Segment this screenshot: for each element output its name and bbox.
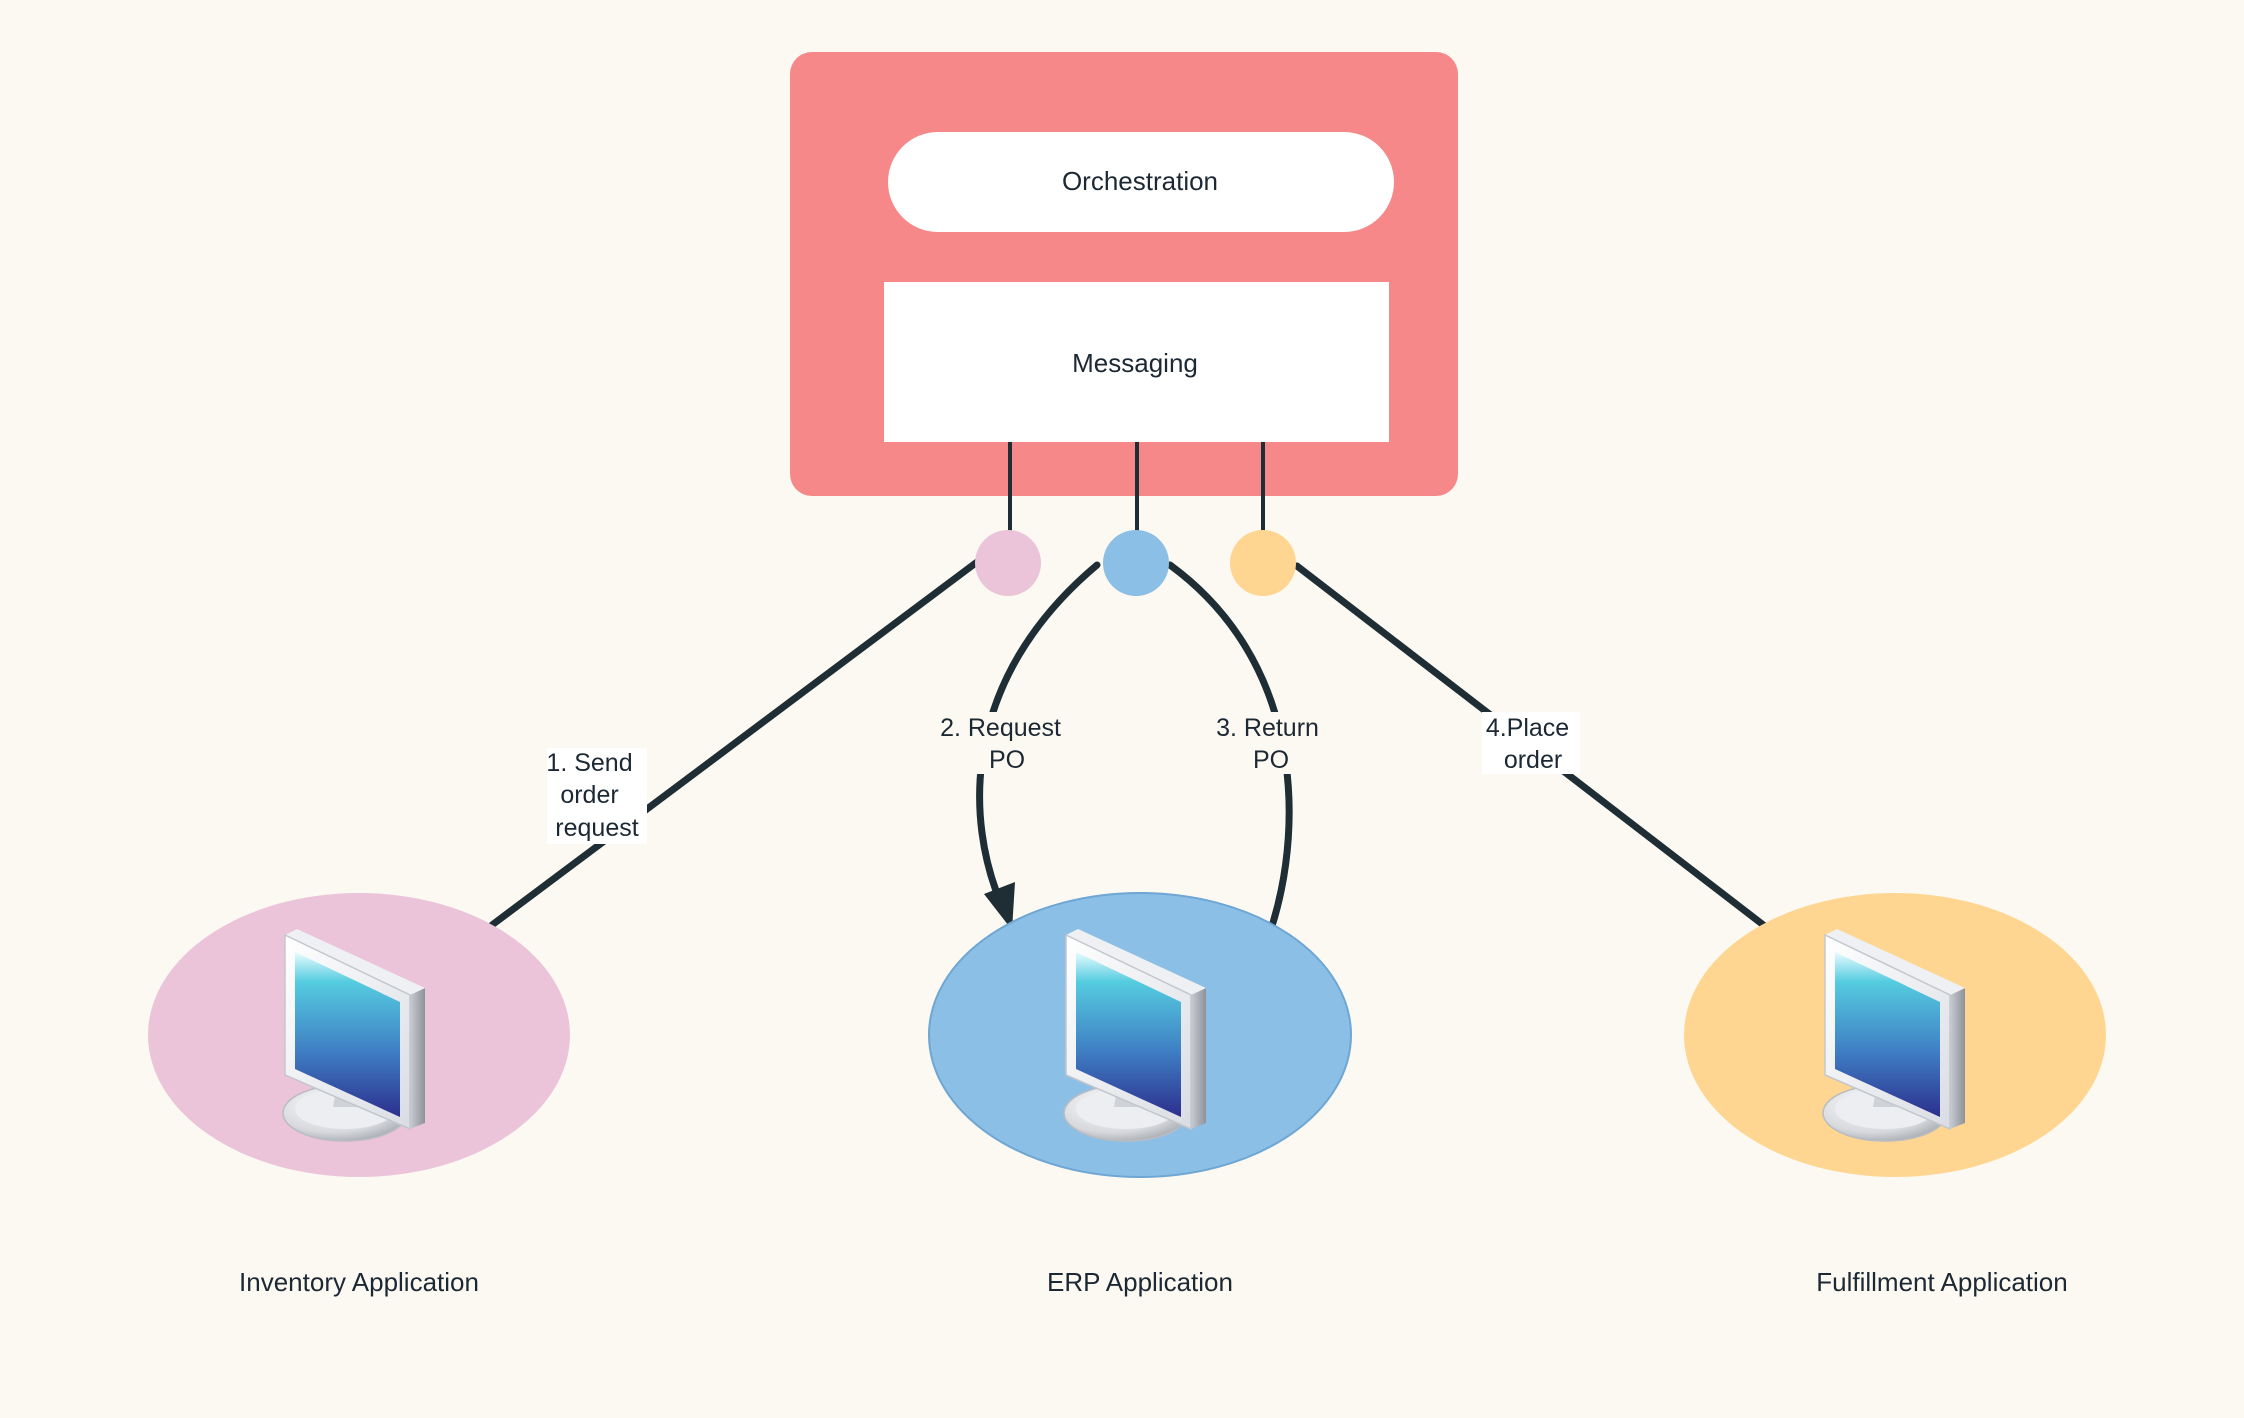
flow-send-line-3: request xyxy=(555,814,638,842)
flow-send-line-2: order xyxy=(560,781,618,809)
flow-return-line-2: PO xyxy=(1253,746,1289,774)
orchestration-label: Orchestration xyxy=(1062,166,1218,196)
port-inventory[interactable] xyxy=(975,530,1041,596)
flow-label-place-order: 4.Place order xyxy=(1482,712,1580,774)
flow-label-send-order: 1. Send order request xyxy=(546,748,647,844)
app-erp[interactable] xyxy=(928,892,1352,1178)
flow-place-line-1: 4.Place xyxy=(1486,714,1569,742)
port-erp[interactable] xyxy=(1103,530,1169,596)
messaging-label: Messaging xyxy=(1072,348,1198,378)
orchestration-box[interactable] xyxy=(888,132,1394,232)
svg-text:4.Place order: 4.Place order xyxy=(1486,714,1576,774)
flow-label-return-po: 3. Return PO xyxy=(1214,712,1334,774)
connector-inventory xyxy=(488,558,981,929)
messaging-box[interactable] xyxy=(884,282,1389,442)
svg-text:3. Return PO: 3. Return PO xyxy=(1216,714,1326,774)
app-fulfillment[interactable] xyxy=(1684,893,2106,1177)
flow-request-line-1: 2. Request xyxy=(940,714,1061,742)
inventory-app-label: Inventory Application xyxy=(239,1267,479,1297)
port-fulfillment[interactable] xyxy=(1230,530,1296,596)
arrowhead-icon xyxy=(984,882,1015,930)
flow-request-line-2: PO xyxy=(989,746,1025,774)
app-inventory[interactable] xyxy=(148,893,570,1177)
flow-return-line-1: 3. Return xyxy=(1216,714,1319,742)
svg-text:2. Request PO: 2. Request PO xyxy=(940,714,1068,774)
flow-send-line-1: 1. Send xyxy=(546,749,632,777)
fulfillment-app-label: Fulfillment Application xyxy=(1816,1267,2067,1297)
flow-place-line-2: order xyxy=(1504,746,1562,774)
erp-app-label: ERP Application xyxy=(1047,1267,1233,1297)
svg-text:1. Send order requ: 1. Send order request xyxy=(546,749,639,842)
flow-label-request-po: 2. Request PO xyxy=(936,712,1072,774)
port-stems xyxy=(1008,442,1265,532)
